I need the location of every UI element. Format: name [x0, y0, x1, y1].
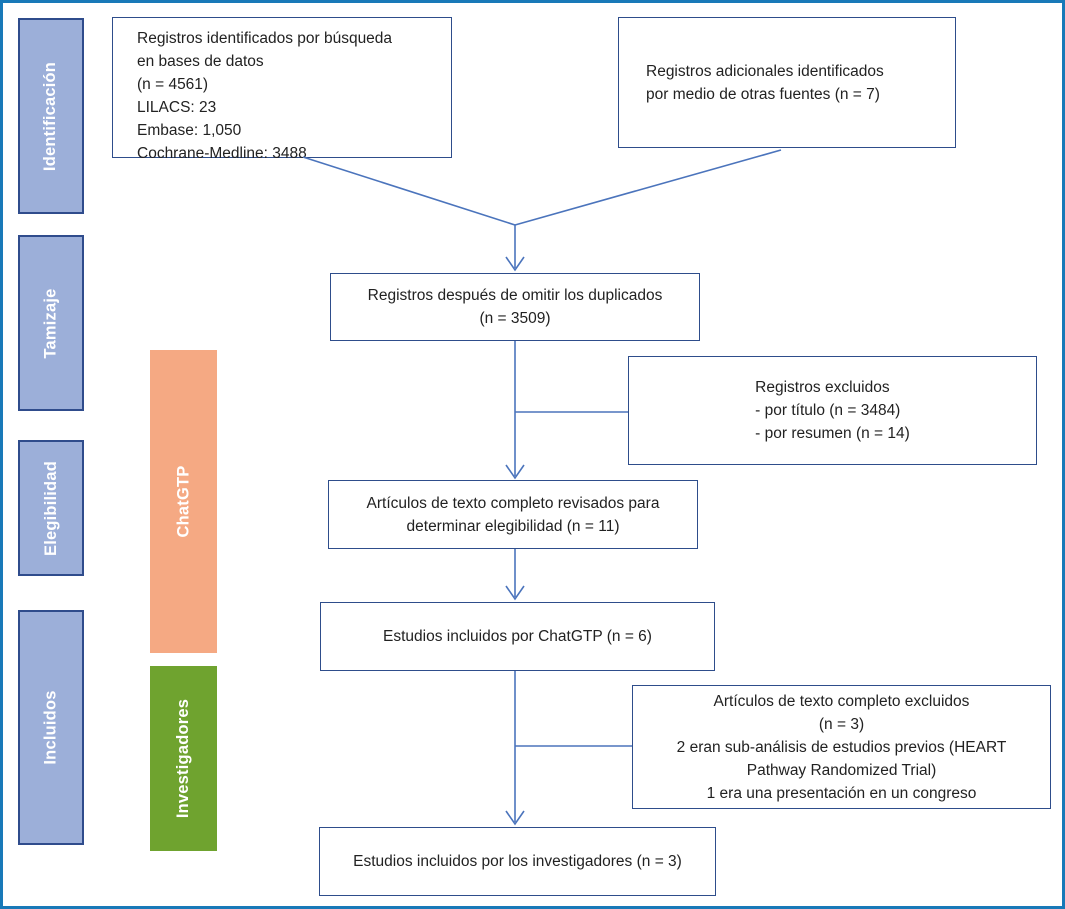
- stage-label-eligibility: Elegibilidad: [18, 440, 84, 576]
- box-fulltext-excluded-text: Artículos de texto completo excluidos (n …: [677, 690, 1007, 805]
- box-fulltext-excluded: Artículos de texto completo excluidos (n …: [632, 685, 1051, 809]
- arrow-additional-to-merge: [514, 149, 782, 226]
- arrowhead-investigators: [505, 810, 525, 826]
- text-line: 2 eran sub-análisis de estudios previos …: [676, 738, 1007, 756]
- text-line: Registros después de omitir los duplicad…: [367, 287, 663, 304]
- box-duplicates-removed-text: Registros después de omitir los duplicad…: [368, 284, 663, 330]
- box-fulltext-review: Artículos de texto completo revisados pa…: [328, 480, 698, 549]
- text-line: Registros excluidos: [755, 379, 890, 396]
- text-line: en bases de datos: [137, 53, 264, 70]
- arrowhead-chatgtp: [505, 585, 525, 601]
- text-line: Registros adicionales identificados: [646, 62, 884, 80]
- group-label-investigators: Investigadores: [150, 666, 217, 851]
- text-line: (n = 3509): [479, 310, 551, 327]
- text-line: - por título (n = 3484): [755, 402, 901, 419]
- box-additional-records: Registros adicionales identificados por m…: [618, 17, 956, 148]
- group-label-chatgtp-text: ChatGTP: [174, 465, 193, 538]
- arrowhead-duplicates: [505, 256, 525, 272]
- text-line: por medio de otras fuentes (n = 7): [646, 85, 880, 103]
- text-line: Cochrane-Medline: 3488: [137, 145, 307, 162]
- text-line: Artículos de texto completo excluidos: [713, 692, 970, 710]
- box-additional-records-text: Registros adicionales identificados por m…: [646, 60, 884, 106]
- box-records-excluded: Registros excluidos - por título (n = 348…: [628, 356, 1037, 465]
- text-line: Estudios incluidos por los investigadore…: [353, 853, 682, 870]
- text-line: LILACS: 23: [137, 99, 217, 116]
- box-investigators-included: Estudios incluidos por los investigadore…: [319, 827, 716, 896]
- box-duplicates-removed: Registros después de omitir los duplicad…: [330, 273, 700, 341]
- text-line: Estudios incluidos por ChatGTP (n = 6): [383, 628, 652, 645]
- text-line: Artículos de texto completo revisados pa…: [366, 494, 660, 512]
- text-line: Embase: 1,050: [137, 122, 242, 139]
- text-line: - por resumen (n = 14): [755, 425, 910, 442]
- text-line: 1 era una presentación en un congreso: [706, 784, 977, 802]
- box-records-identified: Registros identificados por búsqueda en b…: [112, 17, 452, 162]
- text-line: Registros identificados por búsqueda: [137, 30, 393, 47]
- arrow-identified-to-merge: [302, 156, 516, 226]
- stage-label-identification: Identificación: [18, 18, 84, 214]
- stage-label-screening-text: Tamizaje: [41, 287, 60, 359]
- text-line: Pathway Randomized Trial): [746, 761, 937, 779]
- arrowhead-fulltext: [505, 464, 525, 480]
- group-label-investigators-text: Investigadores: [174, 698, 193, 819]
- stage-label-eligibility-text: Elegibilidad: [41, 460, 60, 556]
- box-fulltext-review-text: Artículos de texto completo revisados pa…: [367, 492, 660, 538]
- text-line: (n = 3): [818, 715, 865, 733]
- box-records-excluded-text: Registros excluidos - por título (n = 348…: [755, 376, 910, 445]
- text-line: determinar elegibilidad (n = 11): [406, 517, 620, 535]
- stage-label-screening: Tamizaje: [18, 235, 84, 411]
- box-records-identified-text: Registros identificados por búsqueda en b…: [137, 27, 392, 165]
- box-investigators-included-text: Estudios incluidos por los investigadore…: [353, 850, 682, 873]
- group-label-chatgtp: ChatGTP: [150, 350, 217, 653]
- stage-label-included-text: Incluidos: [41, 690, 60, 765]
- text-line: (n = 4561): [137, 76, 209, 93]
- stage-label-included: Incluidos: [18, 610, 84, 845]
- box-chatgtp-included: Estudios incluidos por ChatGTP (n = 6): [320, 602, 715, 671]
- stage-label-identification-text: Identificación: [41, 61, 60, 171]
- box-chatgtp-included-text: Estudios incluidos por ChatGTP (n = 6): [383, 625, 652, 648]
